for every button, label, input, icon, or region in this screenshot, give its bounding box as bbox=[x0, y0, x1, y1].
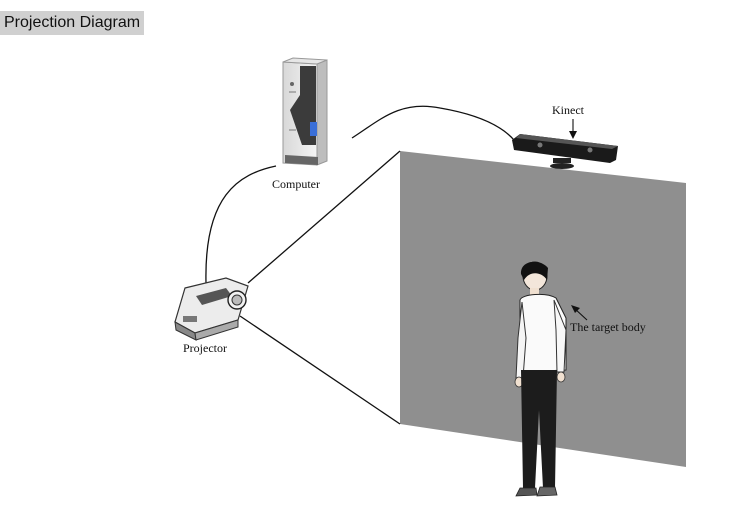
diagram-title: Projection Diagram bbox=[0, 11, 145, 35]
projector-icon bbox=[174, 277, 249, 341]
projection-ray-top bbox=[247, 150, 401, 284]
cable-computer-projector bbox=[205, 165, 277, 284]
computer-label: Computer bbox=[272, 177, 320, 191]
cable-computer-kinect bbox=[351, 105, 515, 141]
target-arrow bbox=[571, 305, 588, 321]
target-body-label: The target body bbox=[570, 320, 646, 334]
kinect-arrow bbox=[569, 119, 577, 139]
projection-ray-bottom bbox=[239, 315, 401, 425]
projector-label: Projector bbox=[183, 341, 227, 355]
computer-icon bbox=[282, 57, 328, 166]
kinect-icon bbox=[512, 134, 618, 169]
person-figure bbox=[514, 261, 567, 497]
kinect-label: Kinect bbox=[552, 103, 585, 117]
